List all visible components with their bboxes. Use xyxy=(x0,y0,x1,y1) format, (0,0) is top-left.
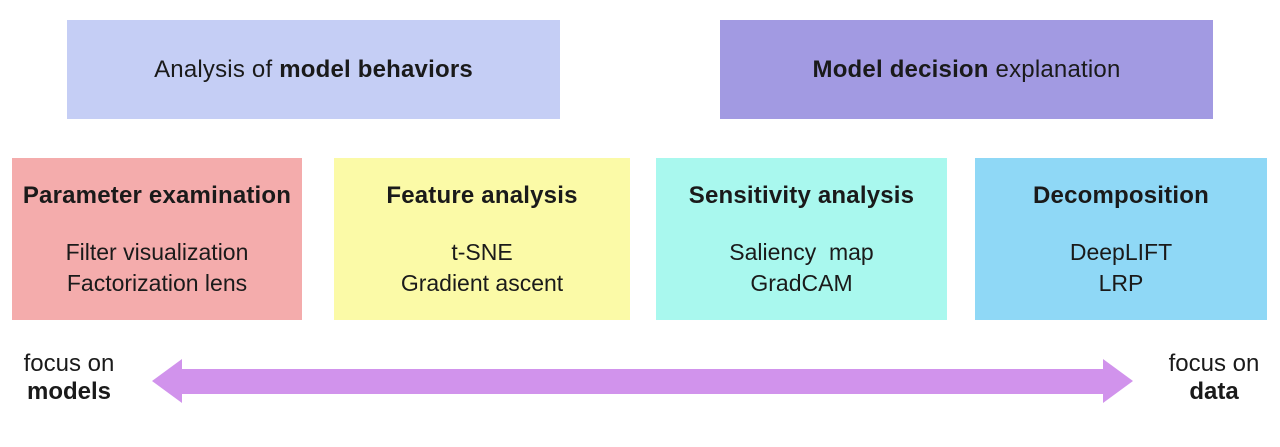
header-text: Analysis of model behaviors xyxy=(154,56,473,84)
method-item: DeepLIFT xyxy=(1069,239,1173,265)
method-item: Factorization lens xyxy=(66,270,248,296)
method-item: t-SNE xyxy=(451,239,513,265)
header-text-suffix: explanation xyxy=(988,55,1121,83)
header-analysis-of-model-behaviors: Analysis of model behaviors xyxy=(67,20,560,119)
category-method-list: t-SNE Gradient ascent xyxy=(334,237,630,299)
axis-label-line: focus on xyxy=(1168,350,1260,377)
axis-label-line-bold: data xyxy=(1189,378,1239,405)
header-text-prefix: Analysis of xyxy=(154,55,280,83)
category-method-list: Saliency map GradCAM xyxy=(656,237,947,299)
category-title: Parameter examination xyxy=(22,182,292,209)
method-item: GradCAM xyxy=(750,270,853,296)
category-decomposition: Decomposition DeepLIFT LRP xyxy=(975,158,1267,320)
category-method-list: Filter visualization Factorization lens xyxy=(12,237,302,299)
header-text: Model decision explanation xyxy=(813,56,1121,84)
method-item: Gradient ascent xyxy=(400,270,564,296)
axis-label-line: focus on xyxy=(23,350,115,377)
header-model-decision-explanation: Model decision explanation xyxy=(720,20,1213,119)
method-item: Filter visualization xyxy=(65,239,249,265)
category-feature-analysis: Feature analysis t-SNE Gradient ascent xyxy=(334,158,630,320)
category-title: Feature analysis xyxy=(386,182,578,209)
axis-label-line-bold: models xyxy=(26,378,112,405)
category-title: Decomposition xyxy=(1033,182,1209,209)
focus-axis-arrow xyxy=(152,359,1133,403)
left-arrowhead-icon xyxy=(152,359,182,403)
category-title: Sensitivity analysis xyxy=(688,182,915,209)
header-text-bold: model behaviors xyxy=(279,55,473,83)
axis-label-focus-on-models: focus on models xyxy=(8,350,130,406)
arrow-shaft xyxy=(182,368,1103,394)
method-item: Saliency map xyxy=(729,239,874,265)
category-method-list: DeepLIFT LRP xyxy=(975,237,1267,299)
category-sensitivity-analysis: Sensitivity analysis Saliency map GradCA… xyxy=(656,158,947,320)
right-arrowhead-icon xyxy=(1103,359,1133,403)
category-parameter-examination: Parameter examination Filter visualizati… xyxy=(12,158,302,320)
axis-label-focus-on-data: focus on data xyxy=(1153,350,1275,406)
header-text-bold: Model decision xyxy=(812,55,989,83)
method-item: LRP xyxy=(1098,270,1144,296)
